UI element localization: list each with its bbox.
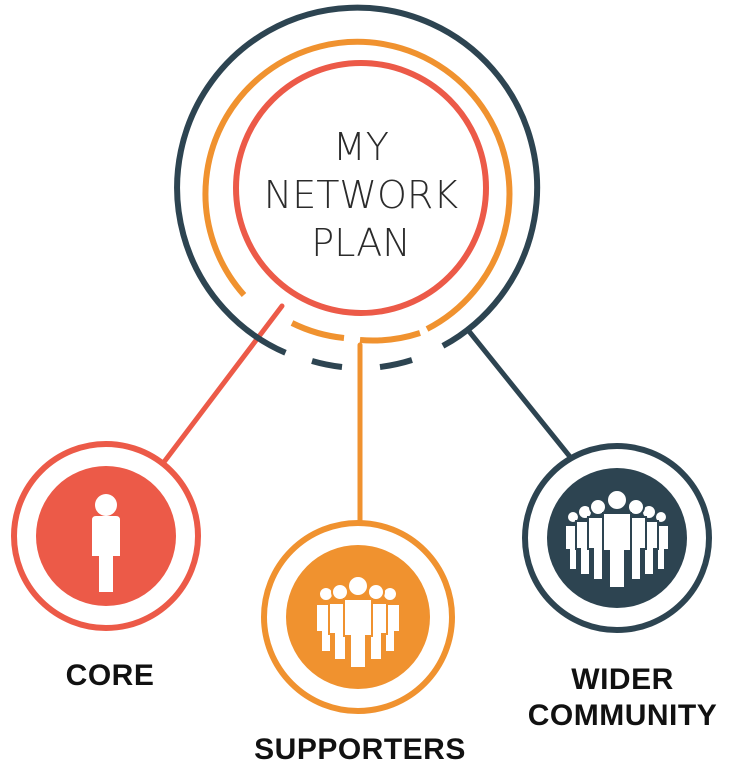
center-outer-ring-gap-dash-2 bbox=[379, 357, 413, 370]
label-wider-community-line-2: COMMUNITY bbox=[527, 699, 718, 732]
center-title-line-1: MY bbox=[333, 125, 389, 169]
center-middle-ring bbox=[202, 38, 513, 332]
center-middle-ring-dash bbox=[290, 320, 345, 341]
node-core bbox=[11, 441, 201, 631]
label-supporters: SUPPORTERS bbox=[254, 733, 466, 766]
connector-core bbox=[161, 303, 285, 465]
center-title-line-2: NETWORK bbox=[264, 173, 459, 217]
connector-wider-community bbox=[465, 327, 578, 466]
label-core: CORE bbox=[65, 659, 155, 692]
large-group-icon bbox=[564, 489, 670, 589]
center-outer-ring-gap-dash bbox=[311, 358, 343, 370]
node-supporters bbox=[261, 520, 455, 714]
center-inner-ring bbox=[233, 60, 489, 316]
label-wider-community-line-1: WIDER bbox=[571, 663, 674, 696]
center-middle-ring-dash-2 bbox=[359, 330, 421, 344]
center-title-line-3: PLAN bbox=[311, 221, 410, 265]
label-wider-community: WIDER COMMUNITY bbox=[505, 662, 730, 734]
center-outer-ring bbox=[174, 4, 541, 356]
small-group-icon bbox=[315, 575, 401, 669]
single-person-icon bbox=[92, 494, 120, 592]
node-wider-community bbox=[522, 443, 712, 633]
